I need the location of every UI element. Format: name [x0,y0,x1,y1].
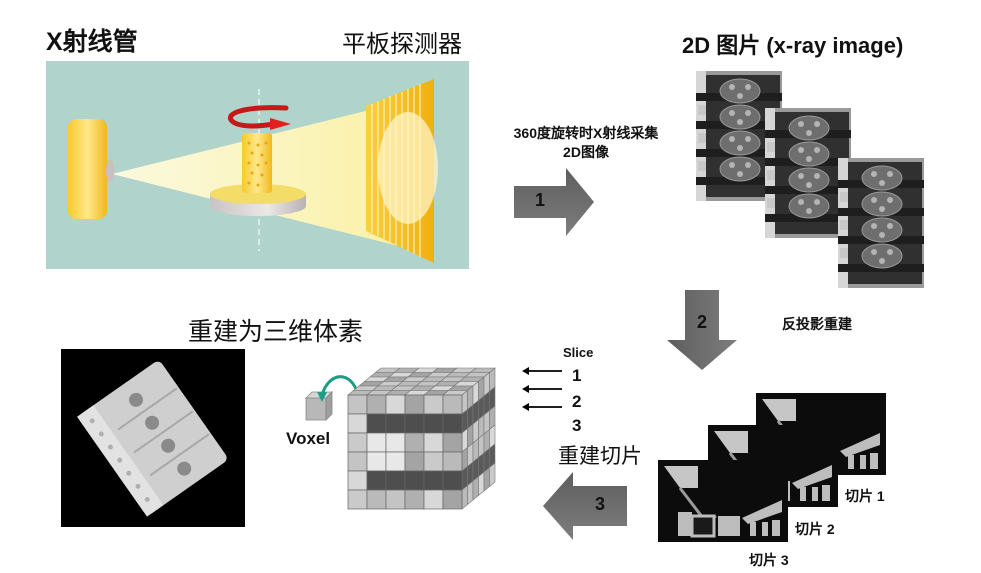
voxel-front-cell [366,489,387,510]
voxel-front-cell [404,489,425,510]
xray-image-stack [690,68,930,293]
voxel-front-cell [404,394,425,415]
voxel-side-cell [467,480,474,506]
voxel-front-cell [442,470,463,491]
voxel-side-cell [489,462,496,488]
voxel-front-cell [385,394,406,415]
voxel-front-cell [442,489,463,510]
ct-scanner-illustration [46,61,469,269]
flat-detector [366,79,438,263]
voxel-front-cell [442,451,463,472]
slice-caption-3: 切片 3 [749,552,789,568]
xray-image-title: 2D 图片 (x-ray image) [682,33,904,58]
voxel-front-cell [385,489,406,510]
single-voxel-icon [305,391,333,421]
voxel-front-cell [404,451,425,472]
voxel-front-cell [366,432,387,453]
arrow-left-icon [543,472,627,540]
slice-pointer-arrows [520,364,580,414]
voxel-front-cell [347,451,368,472]
voxel-front-cell [423,413,444,434]
slice-caption-1: 切片 1 [845,488,885,504]
arrow-right-icon [514,168,594,236]
xray-image-3 [837,157,925,289]
voxel-front-cell [347,413,368,434]
step3-number: 3 [594,494,605,514]
voxel-side-cell [483,466,490,492]
slice-number-1: 1 [572,366,582,385]
voxel-front-cell [366,451,387,472]
voxel-front-cell [347,470,368,491]
voxel-side-cell [472,475,479,501]
voxel-front-cell [385,413,406,434]
voxel-front-cell [423,432,444,453]
voxel-front-cell [404,470,425,491]
slice-number-2: 2 [572,392,582,411]
voxel-front-cell [423,470,444,491]
xray-tube-body [68,119,107,219]
step1-caption-line1: 360度旋转时X射线采集 [513,125,659,141]
step3-arrow: 3 [543,472,627,540]
voxel-front-cell [385,470,406,491]
voxel-front-cell [366,394,387,415]
voxel-label: Voxel [286,429,331,448]
slice-image-3 [658,458,790,544]
voxel-front-cell [385,451,406,472]
voxel-side-cell [478,471,485,497]
step2-arrow: 2 [667,290,739,372]
voxel-front-cell [404,432,425,453]
voxel-front-cell [442,413,463,434]
step1-arrow: 1 [514,168,596,236]
voxel-front-cell [442,394,463,415]
3d-rendered-object [61,349,245,527]
xray-tube-label: X射线管 [46,28,138,56]
voxel-front-cell [423,451,444,472]
step1-caption-line2: 2D图像 [563,144,609,160]
voxel-side-cell [461,484,468,510]
rotation-arrow-icon [227,105,291,130]
voxel-front-cell [347,489,368,510]
voxel-grid-diagram [300,350,525,530]
voxel-front-cell [404,413,425,434]
voxel-reconstruction-title: 重建为三维体素 [188,317,364,346]
xray-tube-window [106,159,114,183]
slice-number-3: 3 [572,416,582,435]
slice-header: Slice [563,345,594,360]
reconstruct-slices-label: 重建切片 [558,444,642,468]
step1-number: 1 [534,190,545,210]
reconstructed-slice-stack [658,390,898,565]
step2-caption: 反投影重建 [782,316,852,332]
voxel-cube [347,367,496,510]
sample-object [242,133,272,193]
step1-caption: 360度旋转时X射线采集 2D图像 [480,124,692,162]
voxel-front-cell [385,432,406,453]
flat-detector-label: 平板探测器 [342,30,462,58]
voxel-front-cell [366,470,387,491]
voxel-front-cell [347,432,368,453]
voxel-front-cell [423,394,444,415]
voxel-front-cell [366,413,387,434]
step2-number: 2 [696,312,707,332]
voxel-front-cell [442,432,463,453]
arrow-down-icon [667,290,737,370]
slice-caption-2: 切片 2 [795,521,835,537]
voxel-front-cell [423,489,444,510]
voxel-front-cell [347,394,368,415]
